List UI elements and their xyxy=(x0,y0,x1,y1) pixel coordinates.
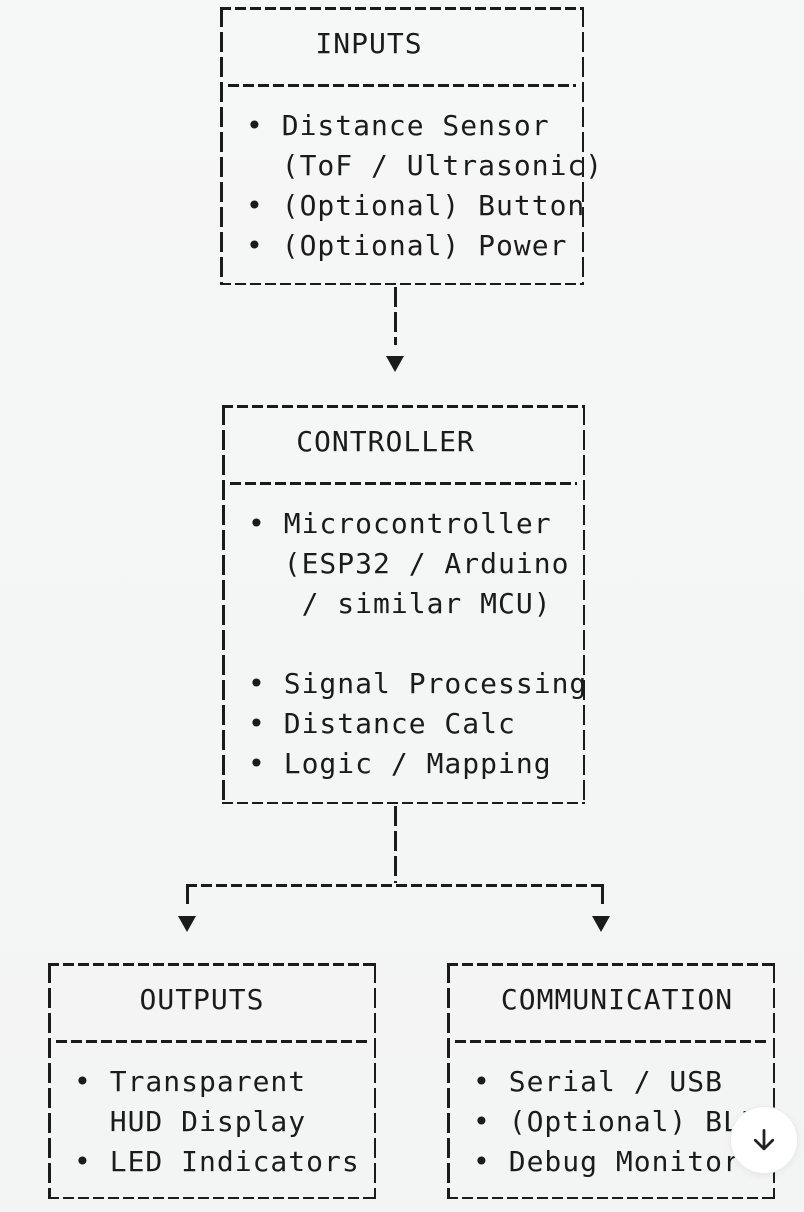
outputs-box-border-left xyxy=(48,963,51,1199)
list-item: HUD Display xyxy=(74,1105,307,1138)
list-item: / similar MCU) xyxy=(248,587,552,620)
list-item: (ToF / Ultrasonic) xyxy=(246,149,604,182)
scroll-down-button[interactable] xyxy=(731,1107,797,1173)
list-item: • Distance Calc xyxy=(248,707,516,740)
list-item: • Distance Sensor xyxy=(246,109,550,142)
list-item: • Logic / Mapping xyxy=(248,747,552,780)
list-item: • Transparent xyxy=(74,1065,307,1098)
arrow-head-down-icon xyxy=(592,916,610,932)
communication-box-body: • Serial / USB • (Optional) BLE • Debug … xyxy=(473,1062,759,1182)
controller-box-divider xyxy=(230,482,577,485)
list-item: • Signal Processing xyxy=(248,667,588,700)
outputs-box: OUTPUTS • Transparent HUD Display • LED … xyxy=(48,963,376,1199)
controller-box-border-left xyxy=(222,405,225,804)
inputs-box-border-bottom xyxy=(220,282,584,285)
outputs-box-title: OUTPUTS xyxy=(139,983,265,1016)
edge-controller-split-bar xyxy=(186,884,603,887)
list-item: • LED Indicators xyxy=(74,1145,360,1178)
list-item xyxy=(248,624,587,664)
inputs-box-divider xyxy=(228,84,576,87)
list-item: • (Optional) BLE xyxy=(473,1105,759,1138)
communication-box-border-bottom xyxy=(447,1196,775,1199)
communication-box-border-left xyxy=(447,963,450,1199)
controller-box-title: CONTROLLER xyxy=(296,425,475,458)
arrow-head-down-icon xyxy=(178,916,196,932)
controller-box: CONTROLLER • Microcontroller (ESP32 / Ar… xyxy=(222,405,587,804)
communication-box-divider xyxy=(455,1040,767,1043)
edge-controller-outputs-line xyxy=(186,884,189,906)
list-item: • Serial / USB xyxy=(473,1065,724,1098)
list-item: • Microcontroller xyxy=(248,507,552,540)
arrow-down-icon xyxy=(747,1123,781,1157)
edge-inputs-controller-line xyxy=(394,287,397,345)
controller-box-border-right xyxy=(582,405,585,804)
outputs-box-border-top xyxy=(48,963,376,966)
outputs-box-divider xyxy=(56,1040,368,1043)
list-item: • (Optional) Power xyxy=(246,229,568,262)
controller-box-border-bottom xyxy=(222,801,585,804)
inputs-box: INPUTS • Distance Sensor (ToF / Ultrason… xyxy=(220,7,602,285)
communication-box: COMMUNICATION • Serial / USB • (Optional… xyxy=(447,963,775,1199)
list-item: (ESP32 / Arduino xyxy=(248,547,570,580)
edge-controller-communication-line xyxy=(601,884,604,906)
outputs-box-border-right xyxy=(373,963,376,1199)
communication-box-border-top xyxy=(447,963,775,966)
outputs-box-border-bottom xyxy=(48,1196,376,1199)
communication-box-border-right xyxy=(772,963,775,1199)
list-item: • Debug Monitor xyxy=(473,1145,741,1178)
edge-controller-split-stem xyxy=(394,806,397,883)
arrow-head-down-icon xyxy=(386,356,404,372)
controller-box-body: • Microcontroller (ESP32 / Arduino / sim… xyxy=(248,504,587,784)
inputs-box-border-left xyxy=(220,7,223,285)
controller-box-border-top xyxy=(222,405,585,408)
list-item: • (Optional) Button xyxy=(246,189,586,222)
outputs-box-body: • Transparent HUD Display • LED Indicato… xyxy=(74,1062,360,1182)
inputs-box-border-top xyxy=(220,7,584,10)
inputs-box-border-right xyxy=(581,7,584,285)
inputs-box-body: • Distance Sensor (ToF / Ultrasonic) • (… xyxy=(246,106,603,266)
communication-box-title: COMMUNICATION xyxy=(500,983,734,1016)
inputs-box-title: INPUTS xyxy=(315,27,423,60)
